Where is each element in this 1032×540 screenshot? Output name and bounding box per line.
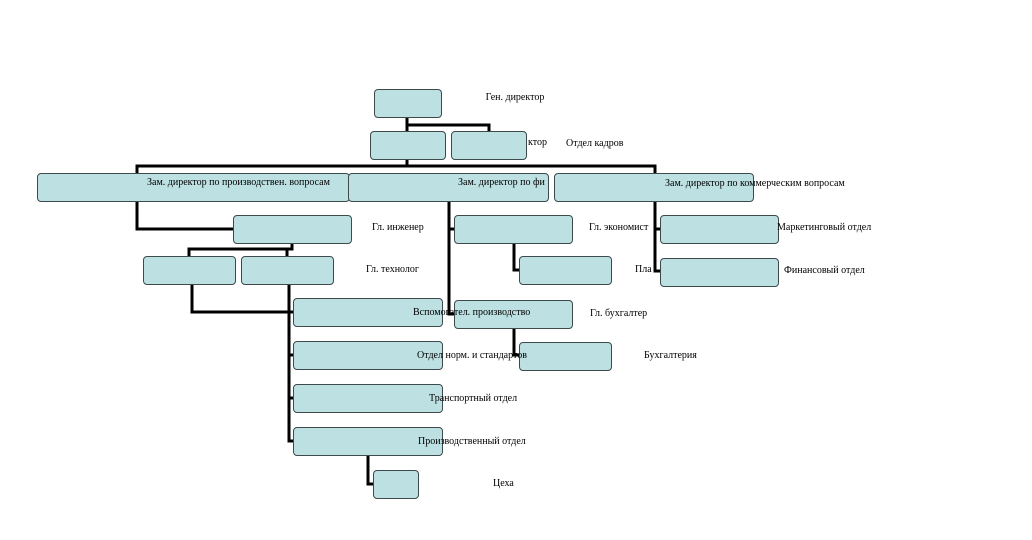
node-production-department bbox=[293, 427, 443, 456]
label-chief-technologist: Гл. технолог bbox=[366, 264, 420, 275]
node-tech-left bbox=[143, 256, 236, 285]
label-chief-economist: Гл. экономист bbox=[589, 222, 649, 233]
label-production-department: Производственный отдел bbox=[418, 436, 526, 447]
label-auxiliary-production: Вспомогател. производство bbox=[413, 307, 531, 318]
label-accounting: Бухгалтерия bbox=[644, 350, 697, 361]
node-chief-accountant bbox=[454, 300, 573, 329]
label-chief-accountant: Гл. бухгалтер bbox=[590, 308, 648, 319]
node-deputy-finance bbox=[348, 173, 549, 202]
label-finance-department: Финансовый отдел bbox=[784, 265, 865, 276]
node-deputy-commercial bbox=[554, 173, 754, 202]
label-transport-department: Транспортный отдел bbox=[429, 393, 518, 404]
node-chief-economist bbox=[454, 215, 573, 244]
node-workshops bbox=[373, 470, 419, 499]
label-deputy-commercial: Зам. директор по коммерческим вопросам bbox=[665, 178, 845, 189]
node-transport bbox=[293, 384, 443, 413]
label-marketing-department: Маркетинговый отдел bbox=[777, 222, 872, 233]
label-deputy-finance: Зам. директор по фи bbox=[458, 177, 545, 188]
label-gen-director: Ген. директор bbox=[485, 92, 545, 103]
node-finance-department bbox=[660, 258, 779, 287]
node-chief-engineer bbox=[233, 215, 352, 244]
node-marketing bbox=[660, 215, 779, 244]
label-norms-standards: Отдел норм. и стандартов bbox=[417, 350, 527, 361]
node-planning bbox=[519, 256, 612, 285]
node-accounting bbox=[519, 342, 612, 371]
label-hr-department: Отдел кадров bbox=[566, 138, 624, 149]
node-chief-technologist bbox=[241, 256, 334, 285]
label-planning-fragment: Пла bbox=[635, 264, 652, 275]
node-gen-director bbox=[374, 89, 442, 118]
node-director-right bbox=[451, 131, 527, 160]
node-norms-standards bbox=[293, 341, 443, 370]
node-director-left bbox=[370, 131, 446, 160]
label-chief-engineer: Гл. инженер bbox=[372, 222, 424, 233]
label-director-fragment: ктор bbox=[528, 137, 547, 148]
node-auxiliary-production bbox=[293, 298, 443, 327]
node-deputy-production bbox=[37, 173, 350, 202]
label-deputy-production: Зам. директор по производствен. вопросам bbox=[147, 177, 330, 188]
label-workshops: Цеха bbox=[493, 478, 514, 489]
